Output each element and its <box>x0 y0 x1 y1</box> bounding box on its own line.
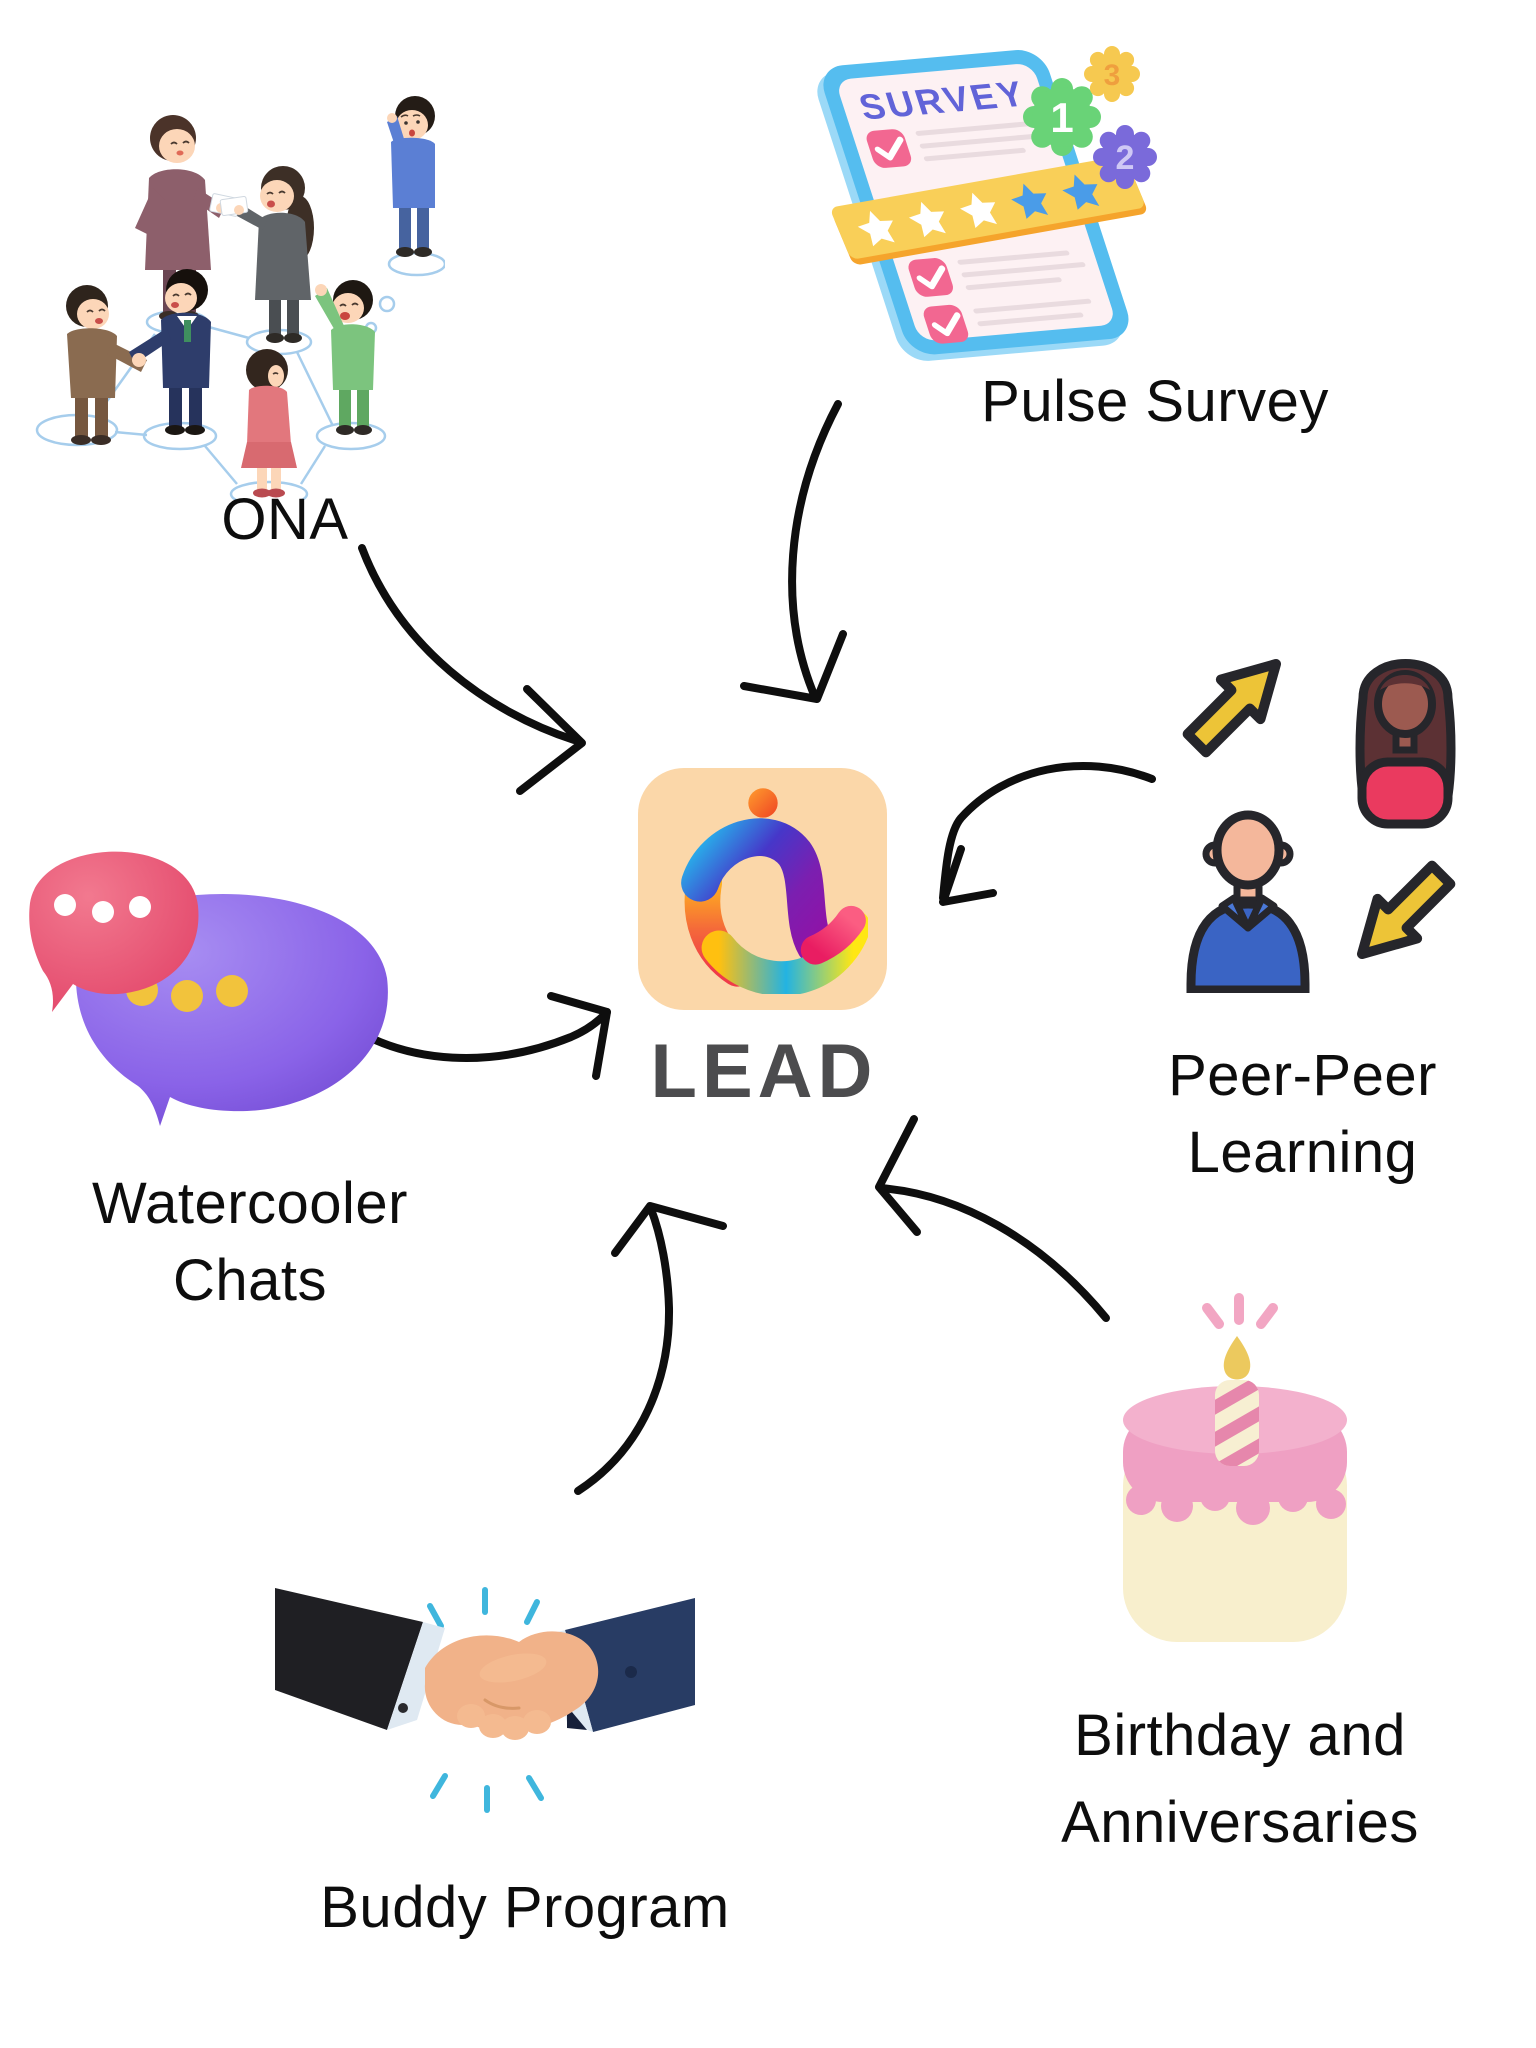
label-peer-learning-line2: Learning <box>1187 1119 1418 1185</box>
label-peer-learning: Peer-Peer Learning <box>1135 1038 1470 1191</box>
arrow-peer-learning-to-lead <box>939 762 1156 906</box>
star-rating-banner <box>831 156 1147 265</box>
person-confused-man <box>387 96 435 257</box>
label-ona: ONA <box>221 487 349 552</box>
label-birthday: Birthday and Anniversaries <box>1000 1692 1480 1866</box>
arrow-buddy-to-lead <box>574 1202 727 1495</box>
ona-people-network-illustration <box>35 96 445 500</box>
label-peer-learning-line1: Peer-Peer <box>1168 1043 1437 1108</box>
arrow-pulse-survey-to-lead <box>740 400 847 703</box>
label-watercooler-line2: Chats <box>172 1247 327 1313</box>
candle-flame <box>1223 1336 1251 1380</box>
arrow-watercooler-to-lead <box>338 992 611 1080</box>
logo-dot <box>748 788 778 818</box>
woman-avatar-icon <box>1355 659 1456 829</box>
badge-1-number: 1 <box>1050 94 1073 141</box>
lead-app-icon <box>681 788 868 994</box>
arrow-up-right-icon <box>1182 658 1282 758</box>
lead-wordmark: LEAD <box>650 1029 878 1114</box>
person-pink-woman <box>241 349 297 498</box>
birthday-cake-illustration <box>1123 1293 1347 1642</box>
person-navy-man <box>129 269 211 435</box>
lead-app-logo-card <box>638 768 887 1010</box>
person-gray-woman <box>219 166 314 343</box>
spark-lines <box>427 1587 544 1813</box>
pink-chat-bubble <box>29 851 199 1012</box>
handshake-illustration <box>275 1587 695 1813</box>
badge-3-number: 3 <box>1104 59 1121 92</box>
badge-3-icon: 3 <box>1084 46 1140 102</box>
clasped-hands <box>424 1631 599 1740</box>
label-birthday-line2: Anniversaries <box>1061 1790 1419 1855</box>
arrow-ona-to-lead <box>358 544 586 795</box>
label-pulse-survey: Pulse Survey <box>981 369 1329 434</box>
candle-sparks <box>1202 1293 1278 1329</box>
badge-2-number: 2 <box>1116 139 1135 177</box>
chat-bubbles-illustration <box>29 851 388 1126</box>
badge-2-icon: 2 <box>1093 125 1157 189</box>
survey-row-1 <box>866 121 1044 168</box>
arrow-birthday-to-lead <box>875 1115 1110 1322</box>
rating-stars <box>857 174 1100 247</box>
peer-exchange-illustration <box>1182 658 1456 993</box>
badge-1-icon: 1 <box>1023 78 1101 156</box>
label-watercooler-line1: Watercooler <box>91 1171 408 1236</box>
person-brown-man <box>66 285 147 445</box>
label-birthday-line1: Birthday and <box>1074 1703 1406 1768</box>
left-sleeve <box>275 1588 445 1730</box>
man-avatar-icon <box>1186 810 1310 993</box>
label-watercooler: Watercooler Chats <box>30 1166 470 1319</box>
arrow-down-left-icon <box>1356 860 1456 960</box>
survey-row-4 <box>923 298 1092 344</box>
label-buddy-program: Buddy Program <box>320 1875 730 1940</box>
survey-row-3 <box>908 250 1086 297</box>
survey-clipboard-illustration: SURVEY <box>817 46 1157 361</box>
person-green-man <box>315 280 375 435</box>
